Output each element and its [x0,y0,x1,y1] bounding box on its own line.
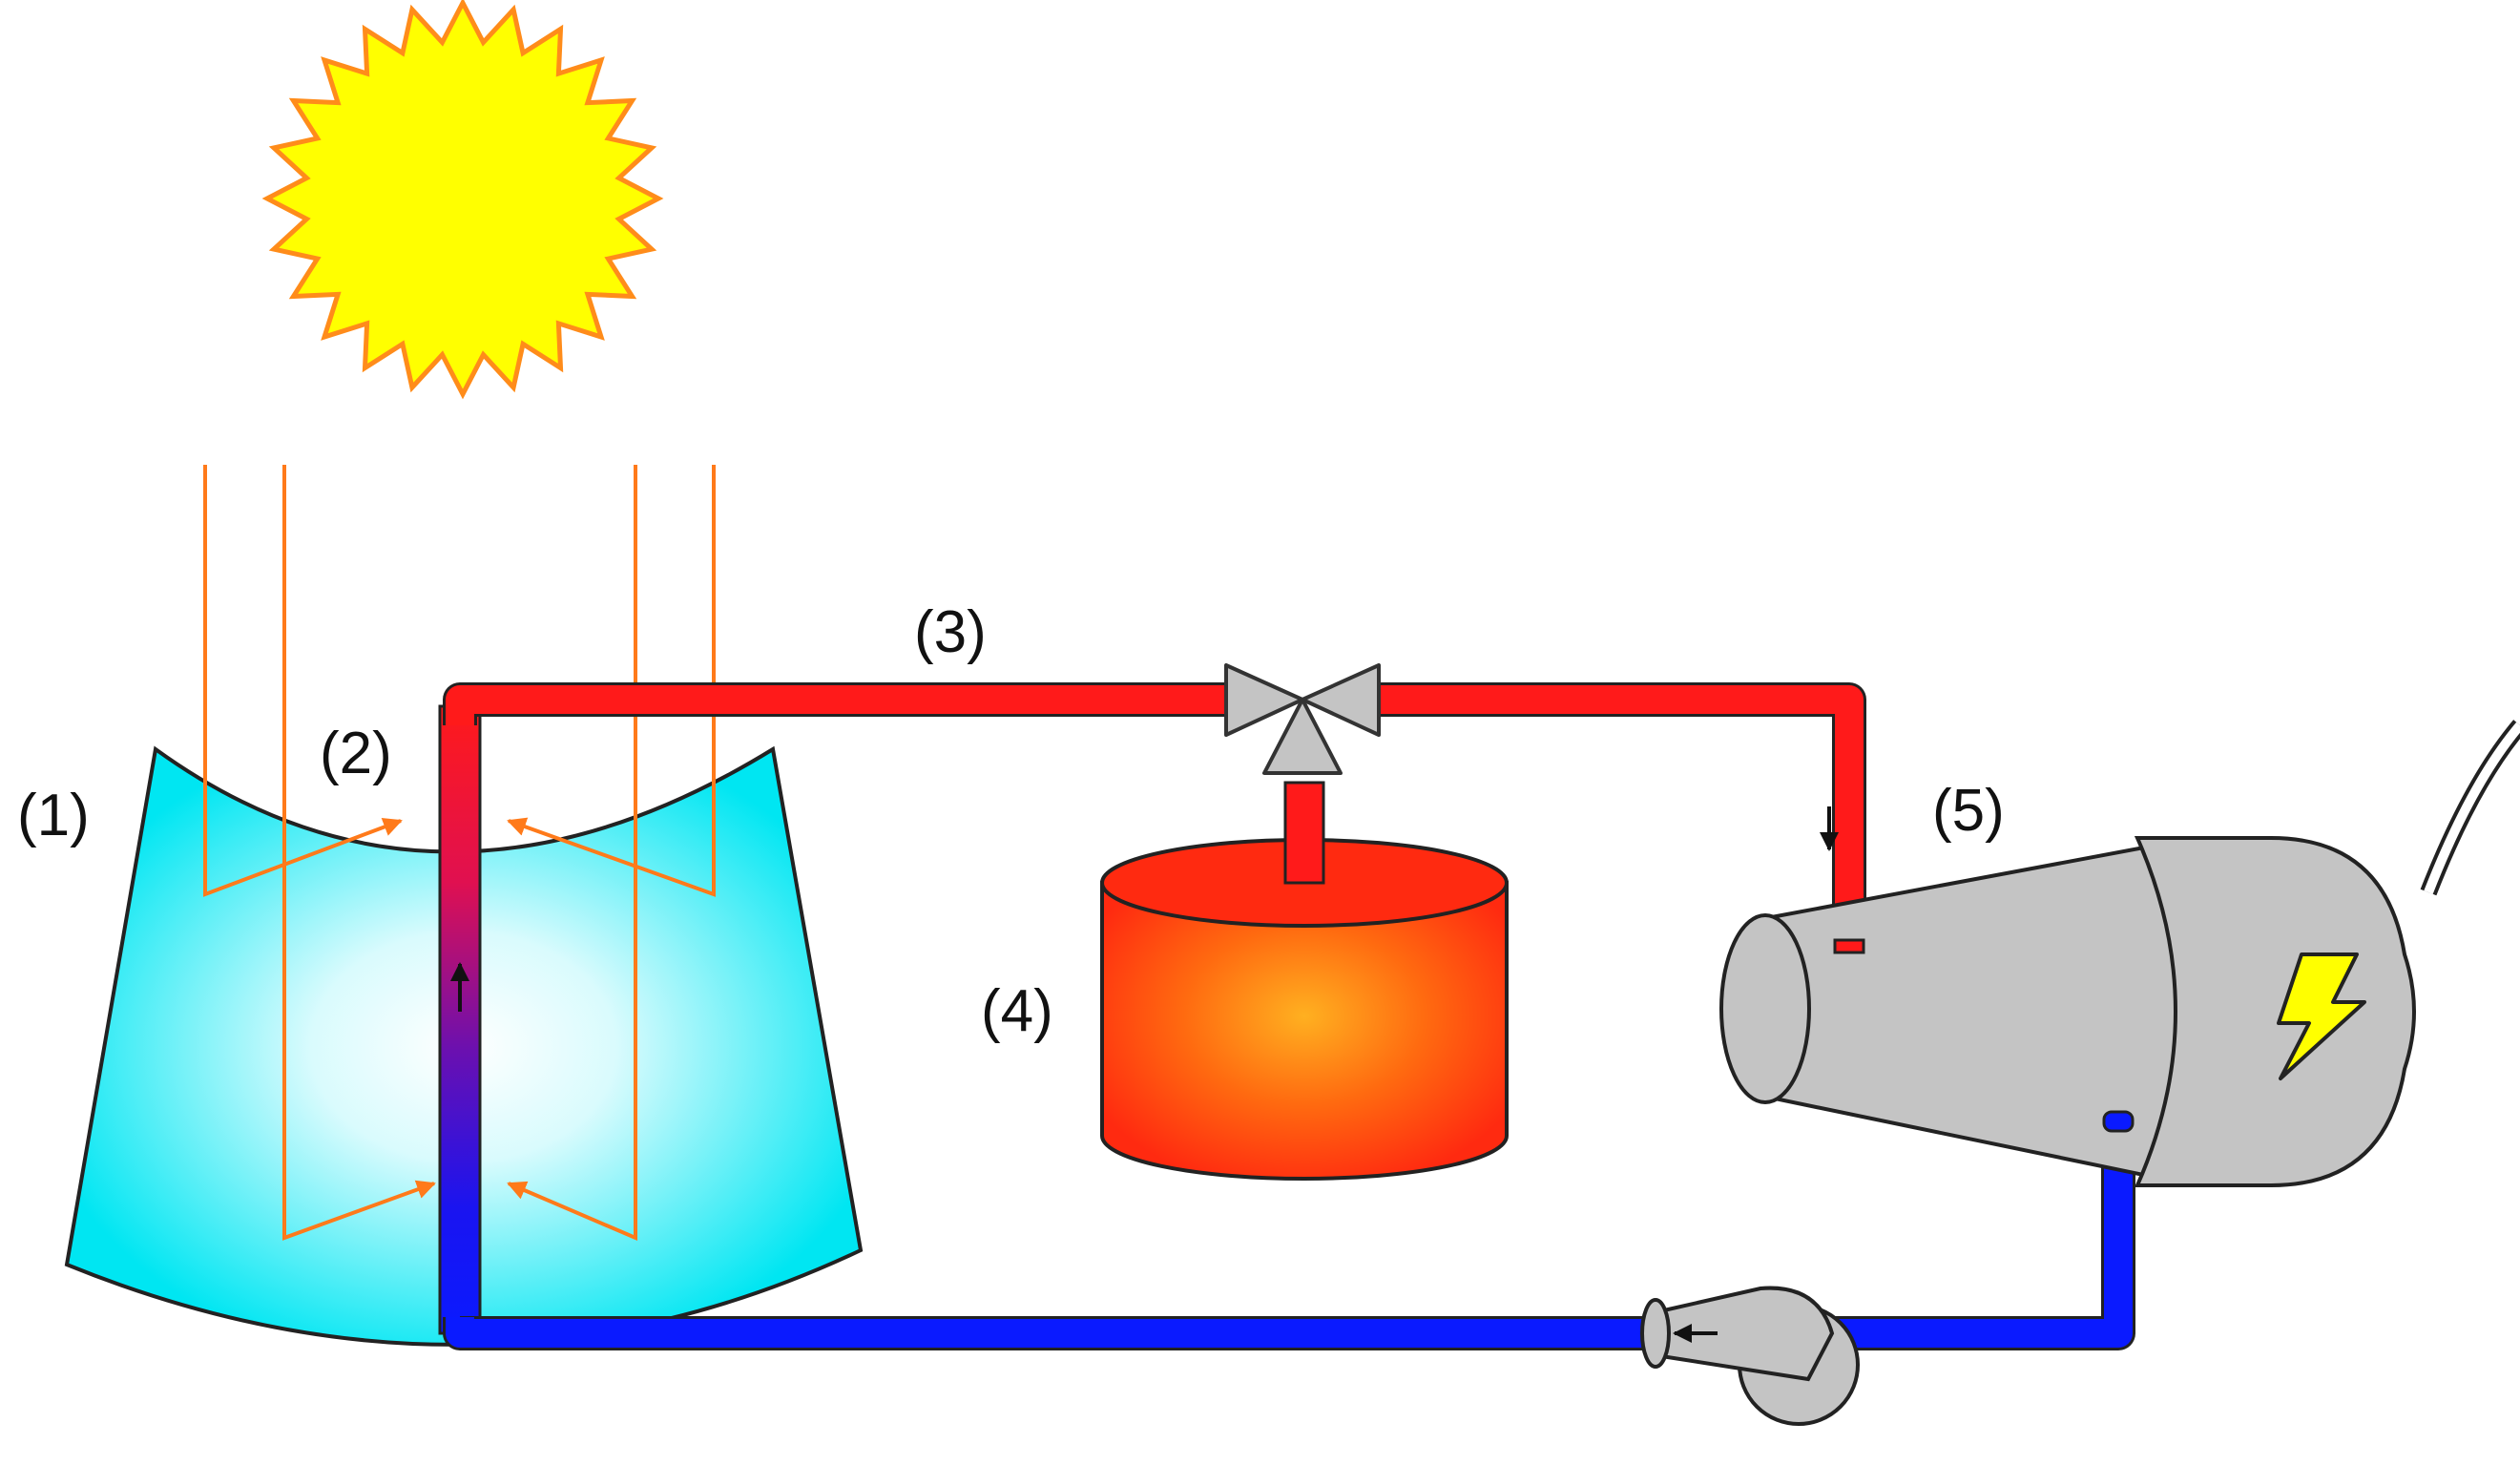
pump-icon [1640,1286,1860,1426]
three-way-valve-icon [1224,663,1381,775]
label-turbine: (5) [1932,778,2005,844]
solar-rays [203,465,716,1242]
sun-icon [261,0,664,400]
label-storage: (4) [981,978,1053,1044]
turbine-generator [1719,720,2520,1187]
lightning-bolt-icon [2277,952,2366,1080]
receiver-tube [438,704,482,1335]
label-receiver: (2) [320,721,392,786]
label-trough: (1) [17,783,90,848]
label-hot-line: (3) [914,599,987,665]
thermal-storage-tank [1100,781,1509,1181]
